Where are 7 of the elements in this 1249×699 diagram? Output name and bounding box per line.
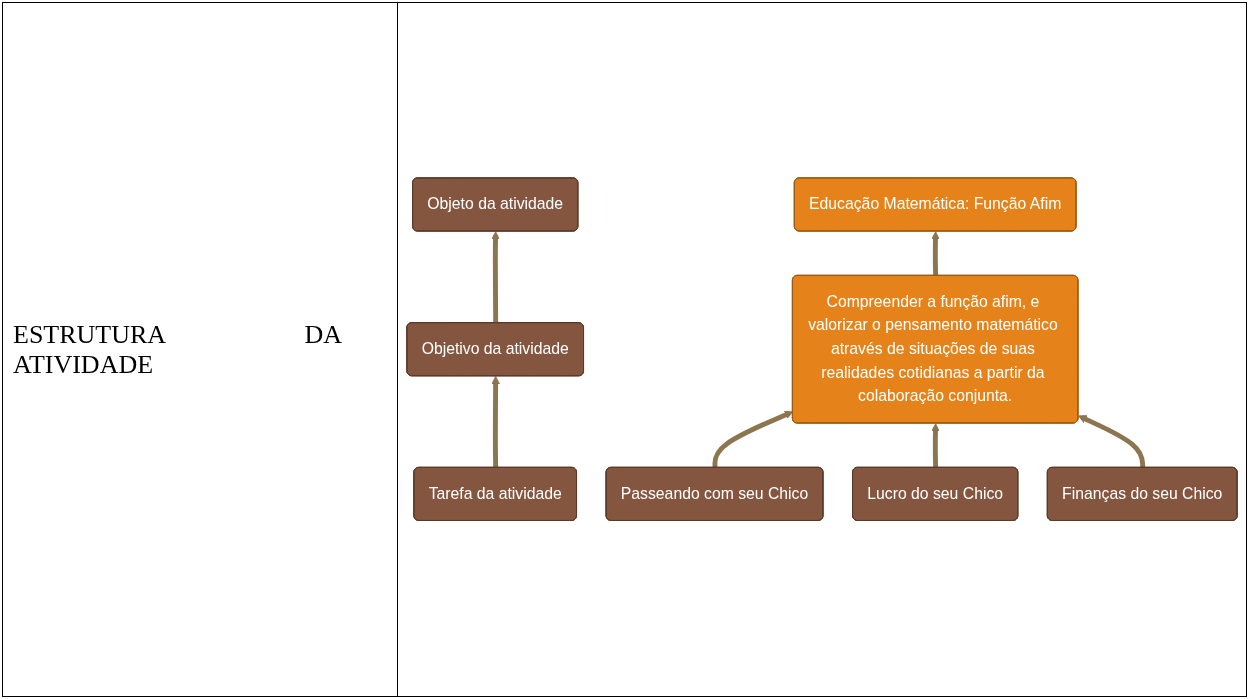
row-heading: ESTRUTURA DA ATIVIDADE <box>13 319 342 380</box>
arrow <box>491 376 500 469</box>
arrow <box>931 423 940 469</box>
arrow <box>712 411 794 469</box>
arrow <box>931 231 940 277</box>
arrow <box>1078 415 1146 469</box>
arrow <box>491 231 500 324</box>
